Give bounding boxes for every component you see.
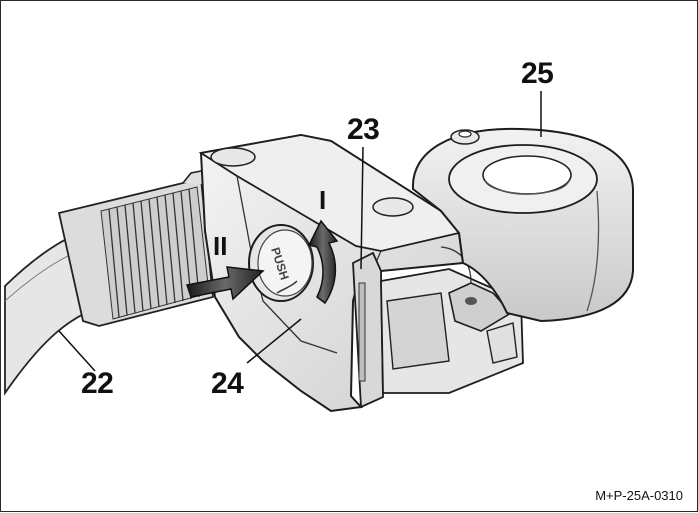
step-rotate-label: I xyxy=(319,185,327,215)
mounting-ring xyxy=(411,127,634,323)
rotate-arrow xyxy=(307,219,339,305)
release-button: PUSH xyxy=(248,224,314,302)
belt-tongue xyxy=(57,168,216,327)
callout-23: 23 xyxy=(347,113,380,146)
leader-line-24 xyxy=(246,318,302,364)
leader-line-23 xyxy=(360,146,364,270)
callout-22: 22 xyxy=(81,367,114,400)
press-arrow xyxy=(186,266,265,301)
callout-25: 25 xyxy=(521,57,554,90)
leader-line-22 xyxy=(58,330,96,372)
step-press-label: II xyxy=(213,231,228,261)
leader-lines xyxy=(58,91,542,372)
callout-24: 24 xyxy=(211,367,244,400)
figure-reference-code: M+P-25A-0310 xyxy=(595,488,683,503)
latch-mechanism xyxy=(352,232,524,409)
